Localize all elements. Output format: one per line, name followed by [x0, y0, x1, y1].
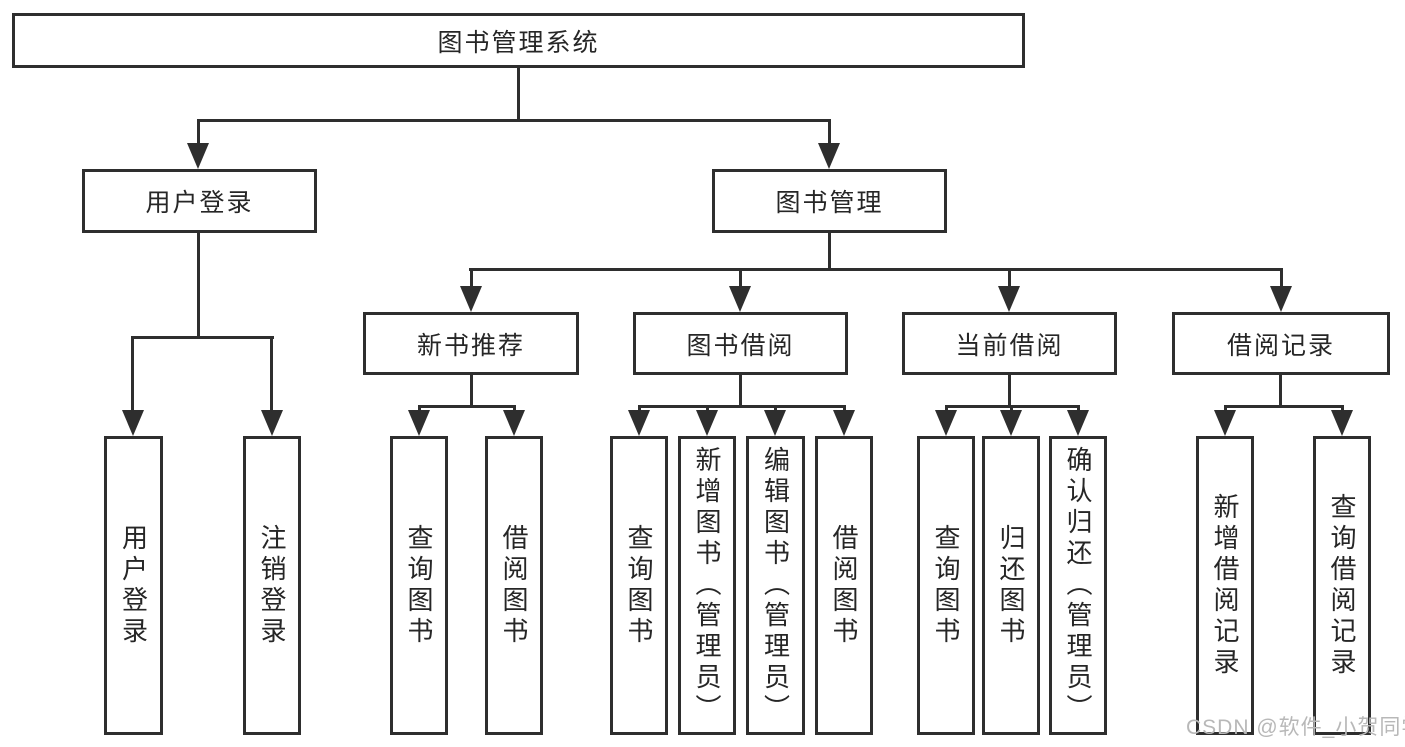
connector-new-books-horizontal	[418, 405, 516, 408]
arrowhead-down-icon	[628, 410, 650, 436]
arrowhead-down-icon	[460, 286, 482, 312]
arrowhead-down-icon	[1000, 410, 1022, 436]
leaf-label: 查询图书	[404, 523, 434, 648]
connector-user-login-stem	[197, 119, 200, 149]
node-library-management-system: 图书管理系统	[12, 13, 1025, 68]
leaf-confirm-return-admin: 确认归还（管理员）	[1049, 436, 1107, 735]
connector-user-login-vertical	[197, 233, 200, 339]
connector-user-login-horizontal	[131, 336, 274, 339]
connector-current-borrow-vertical	[1008, 375, 1011, 408]
arrowhead-down-icon	[696, 410, 718, 436]
leaf-edit-books-admin: 编辑图书（管理员）	[746, 436, 805, 735]
connector-borrow-records-horizontal	[1224, 405, 1343, 408]
connector-new-books-vertical	[470, 375, 473, 408]
connector-borrow-records-vertical	[1279, 375, 1282, 408]
leaf-label: 确认归还（管理员）	[1063, 446, 1093, 725]
connector-stem	[739, 268, 742, 290]
leaf-label: 借阅图书	[829, 523, 859, 648]
leaf-label: 查询图书	[624, 523, 654, 648]
connector-book-borrow-vertical	[739, 375, 742, 408]
arrowhead-down-icon	[833, 410, 855, 436]
leaf-query-books-new: 查询图书	[390, 436, 448, 735]
arrowhead-down-icon	[1331, 410, 1353, 436]
node-user-login: 用户登录	[82, 169, 317, 233]
node-current-borrow: 当前借阅	[902, 312, 1117, 375]
arrowhead-down-icon	[1067, 410, 1089, 436]
leaf-label: 注销登录	[257, 523, 287, 648]
arrowhead-down-icon	[729, 286, 751, 312]
connector-stem	[470, 268, 473, 290]
arrowhead-down-icon	[764, 410, 786, 436]
arrowhead-down-icon	[935, 410, 957, 436]
node-book-management: 图书管理	[712, 169, 947, 233]
connector-stem	[131, 336, 134, 414]
arrowhead-down-icon	[998, 286, 1020, 312]
leaf-return-books: 归还图书	[982, 436, 1040, 735]
connector-book-mgmt-vertical	[828, 233, 831, 271]
arrowhead-down-icon	[818, 143, 840, 169]
arrowhead-down-icon	[408, 410, 430, 436]
watermark: CSDN @软件_小贺同学	[1186, 716, 1405, 739]
leaf-label: 查询图书	[931, 523, 961, 648]
node-borrow-records: 借阅记录	[1172, 312, 1390, 375]
connector-level2-horizontal	[197, 119, 831, 122]
connector-root-vertical	[517, 68, 520, 122]
leaf-user-login: 用户登录	[104, 436, 163, 735]
leaf-borrow-books: 借阅图书	[815, 436, 873, 735]
leaf-add-books-admin: 新增图书（管理员）	[678, 436, 736, 735]
leaf-label: 编辑图书（管理员）	[760, 446, 791, 725]
arrowhead-down-icon	[503, 410, 525, 436]
node-new-book-recommend: 新书推荐	[363, 312, 579, 375]
leaf-label: 新增借阅记录	[1210, 492, 1240, 679]
arrowhead-down-icon	[122, 410, 144, 436]
arrowhead-down-icon	[1270, 286, 1292, 312]
connector-stem	[270, 336, 273, 414]
connector-stem	[1280, 268, 1283, 290]
leaf-query-books-current: 查询图书	[917, 436, 975, 735]
leaf-label: 查询借阅记录	[1327, 492, 1357, 679]
connector-book-borrow-horizontal	[638, 405, 846, 408]
node-book-borrow: 图书借阅	[633, 312, 848, 375]
connector-book-mgmt-stem	[828, 119, 831, 149]
leaf-label: 用户登录	[118, 523, 149, 648]
leaf-query-books-borrow: 查询图书	[610, 436, 668, 735]
leaf-label: 借阅图书	[499, 523, 529, 648]
arrowhead-down-icon	[187, 143, 209, 169]
leaf-logout-login: 注销登录	[243, 436, 301, 735]
leaf-query-borrow-record: 查询借阅记录	[1313, 436, 1371, 735]
connector-stem	[1008, 268, 1011, 290]
leaf-borrow-books-new: 借阅图书	[485, 436, 543, 735]
leaf-label: 新增图书（管理员）	[692, 446, 722, 725]
arrowhead-down-icon	[1214, 410, 1236, 436]
leaf-label: 归还图书	[996, 523, 1026, 648]
arrowhead-down-icon	[261, 410, 283, 436]
connector-level3-horizontal	[469, 268, 1282, 271]
leaf-add-borrow-record: 新增借阅记录	[1196, 436, 1254, 735]
